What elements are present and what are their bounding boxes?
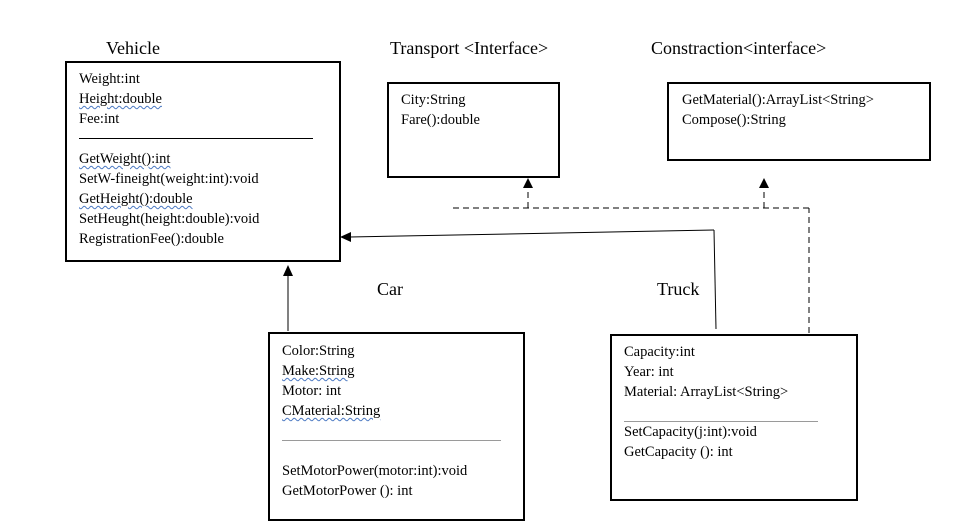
car-attribute: Color:String — [282, 343, 355, 359]
constraction-interface-box — [667, 82, 931, 161]
vehicle-method: GetWeight():int — [79, 151, 171, 167]
constraction-realization-arrowhead — [759, 178, 769, 188]
car-to-vehicle-arrowhead — [283, 265, 293, 276]
car-method: GetMotorPower (): int — [282, 483, 413, 499]
truck-to-vehicle-arrowhead — [340, 232, 351, 242]
truck-class-box — [610, 334, 858, 501]
car-class-box — [268, 332, 525, 521]
vehicle-method: GetHeight():double — [79, 191, 193, 207]
vehicle-divider — [79, 138, 313, 139]
truck-attribute: Year: int — [624, 364, 674, 380]
transport-member: Fare():double — [401, 112, 480, 128]
vehicle-method: SetHeught(height:double):void — [79, 211, 260, 227]
truck-vertical-line — [713, 229, 717, 330]
truck-to-vehicle-line — [349, 229, 715, 238]
vehicle-method: SetW-fineight(weight:int):void — [79, 171, 259, 187]
constraction-member: GetMaterial():ArrayList<String> — [682, 92, 874, 108]
truck-attribute: Material: ArrayList<String> — [624, 384, 789, 400]
constraction-member: Compose():String — [682, 112, 786, 128]
transport-interface-box — [387, 82, 560, 178]
car-method: SetMotorPower(motor:int):void — [282, 463, 468, 479]
truck-method: SetCapacity(j:int):void — [624, 424, 757, 440]
car-attribute: CMaterial:String — [282, 403, 381, 419]
vehicle-attribute: Weight:int — [79, 71, 140, 87]
transport-realization-arrowhead — [523, 178, 533, 188]
truck-title: Truck — [657, 279, 700, 299]
transport-title: Transport <Interface> — [390, 38, 549, 58]
vehicle-attribute: Height:double — [79, 91, 162, 107]
car-attribute: Motor: int — [282, 383, 342, 399]
truck-attribute: Capacity:int — [624, 344, 695, 360]
car-attribute: Make:String — [282, 363, 355, 379]
car-divider — [282, 440, 501, 441]
truck-divider — [624, 421, 818, 422]
constraction-title: Constraction<interface> — [651, 38, 827, 58]
vehicle-title: Vehicle — [106, 38, 160, 58]
transport-member: City:String — [401, 92, 466, 108]
vehicle-attribute: Fee:int — [79, 111, 120, 127]
vehicle-method: RegistrationFee():double — [79, 231, 224, 247]
truck-method: GetCapacity (): int — [624, 444, 733, 460]
car-title: Car — [377, 279, 403, 299]
vehicle-class-box — [65, 61, 341, 262]
